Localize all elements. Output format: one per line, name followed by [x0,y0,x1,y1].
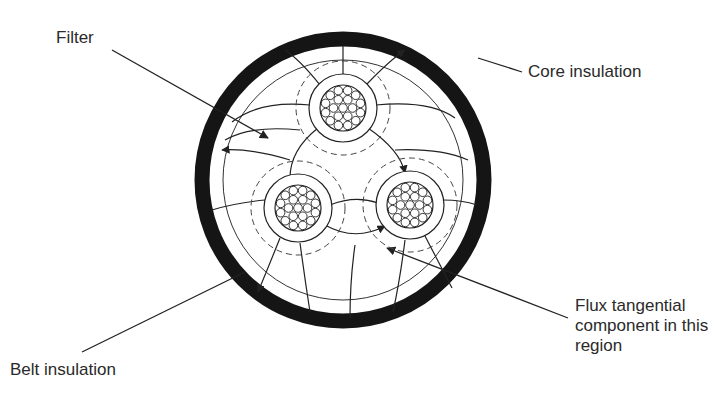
cable-core [363,158,457,252]
leader-lines [82,50,568,352]
part-label: Filter [56,28,94,48]
cores [251,61,457,255]
flux-lines [212,46,477,318]
part-label: Belt insulation [10,360,116,380]
part-label: Core insulation [528,62,641,82]
part-label: Flux tangential component in this region [575,296,713,356]
cable-core [251,161,345,255]
sheath [202,39,484,321]
cable-core [296,61,390,155]
